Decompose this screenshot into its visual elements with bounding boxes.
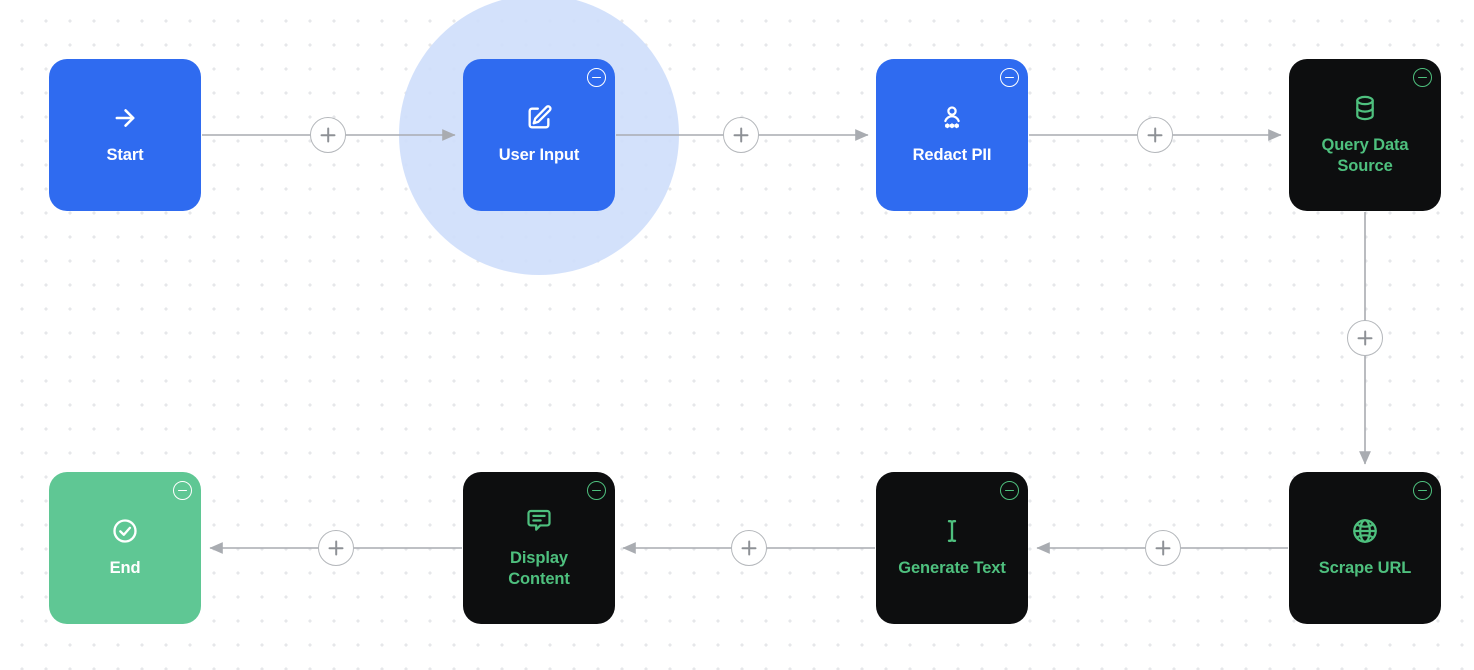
node-label-generate-text: Generate Text xyxy=(898,559,1006,578)
node-scrape-url[interactable]: Scrape URL xyxy=(1289,472,1441,624)
add-node-button-generate-display[interactable] xyxy=(731,530,767,566)
user-redact-icon xyxy=(938,104,966,132)
node-user-input[interactable]: User Input xyxy=(463,59,615,211)
node-label-query-data-source: Query Data Source xyxy=(1321,136,1409,175)
node-label-end: End xyxy=(109,559,141,578)
add-node-button-user-input-redact-pii[interactable] xyxy=(723,117,759,153)
text-cursor-icon xyxy=(938,517,966,545)
remove-node-button-user-input[interactable] xyxy=(587,68,606,87)
add-node-button-display-end[interactable] xyxy=(318,530,354,566)
add-node-button-redact-pii-query[interactable] xyxy=(1137,117,1173,153)
remove-node-button-end[interactable] xyxy=(173,481,192,500)
node-label-scrape-url: Scrape URL xyxy=(1318,559,1412,578)
node-start[interactable]: Start xyxy=(49,59,201,211)
remove-node-button-generate-text[interactable] xyxy=(1000,481,1019,500)
node-label-start: Start xyxy=(106,146,144,165)
database-icon xyxy=(1351,94,1379,122)
check-circle-icon xyxy=(111,517,139,545)
square-pen-icon xyxy=(525,104,553,132)
add-node-button-start-user-input[interactable] xyxy=(310,117,346,153)
node-label-user-input: User Input xyxy=(498,146,580,165)
globe-icon xyxy=(1351,517,1379,545)
arrow-right-icon xyxy=(111,104,139,132)
remove-node-button-query-data-source[interactable] xyxy=(1413,68,1432,87)
node-label-display-content: Display Content xyxy=(508,549,570,588)
message-square-text-icon xyxy=(525,507,553,535)
node-display-content[interactable]: Display Content xyxy=(463,472,615,624)
remove-node-button-display-content[interactable] xyxy=(587,481,606,500)
node-label-redact-pii: Redact PII xyxy=(912,146,992,165)
add-node-button-scrape-url-generate[interactable] xyxy=(1145,530,1181,566)
remove-node-button-redact-pii[interactable] xyxy=(1000,68,1019,87)
add-node-button-query-scrape-url[interactable] xyxy=(1347,320,1383,356)
node-redact-pii[interactable]: Redact PII xyxy=(876,59,1028,211)
remove-node-button-scrape-url[interactable] xyxy=(1413,481,1432,500)
node-query-data-source[interactable]: Query Data Source xyxy=(1289,59,1441,211)
node-end[interactable]: End xyxy=(49,472,201,624)
node-generate-text[interactable]: Generate Text xyxy=(876,472,1028,624)
